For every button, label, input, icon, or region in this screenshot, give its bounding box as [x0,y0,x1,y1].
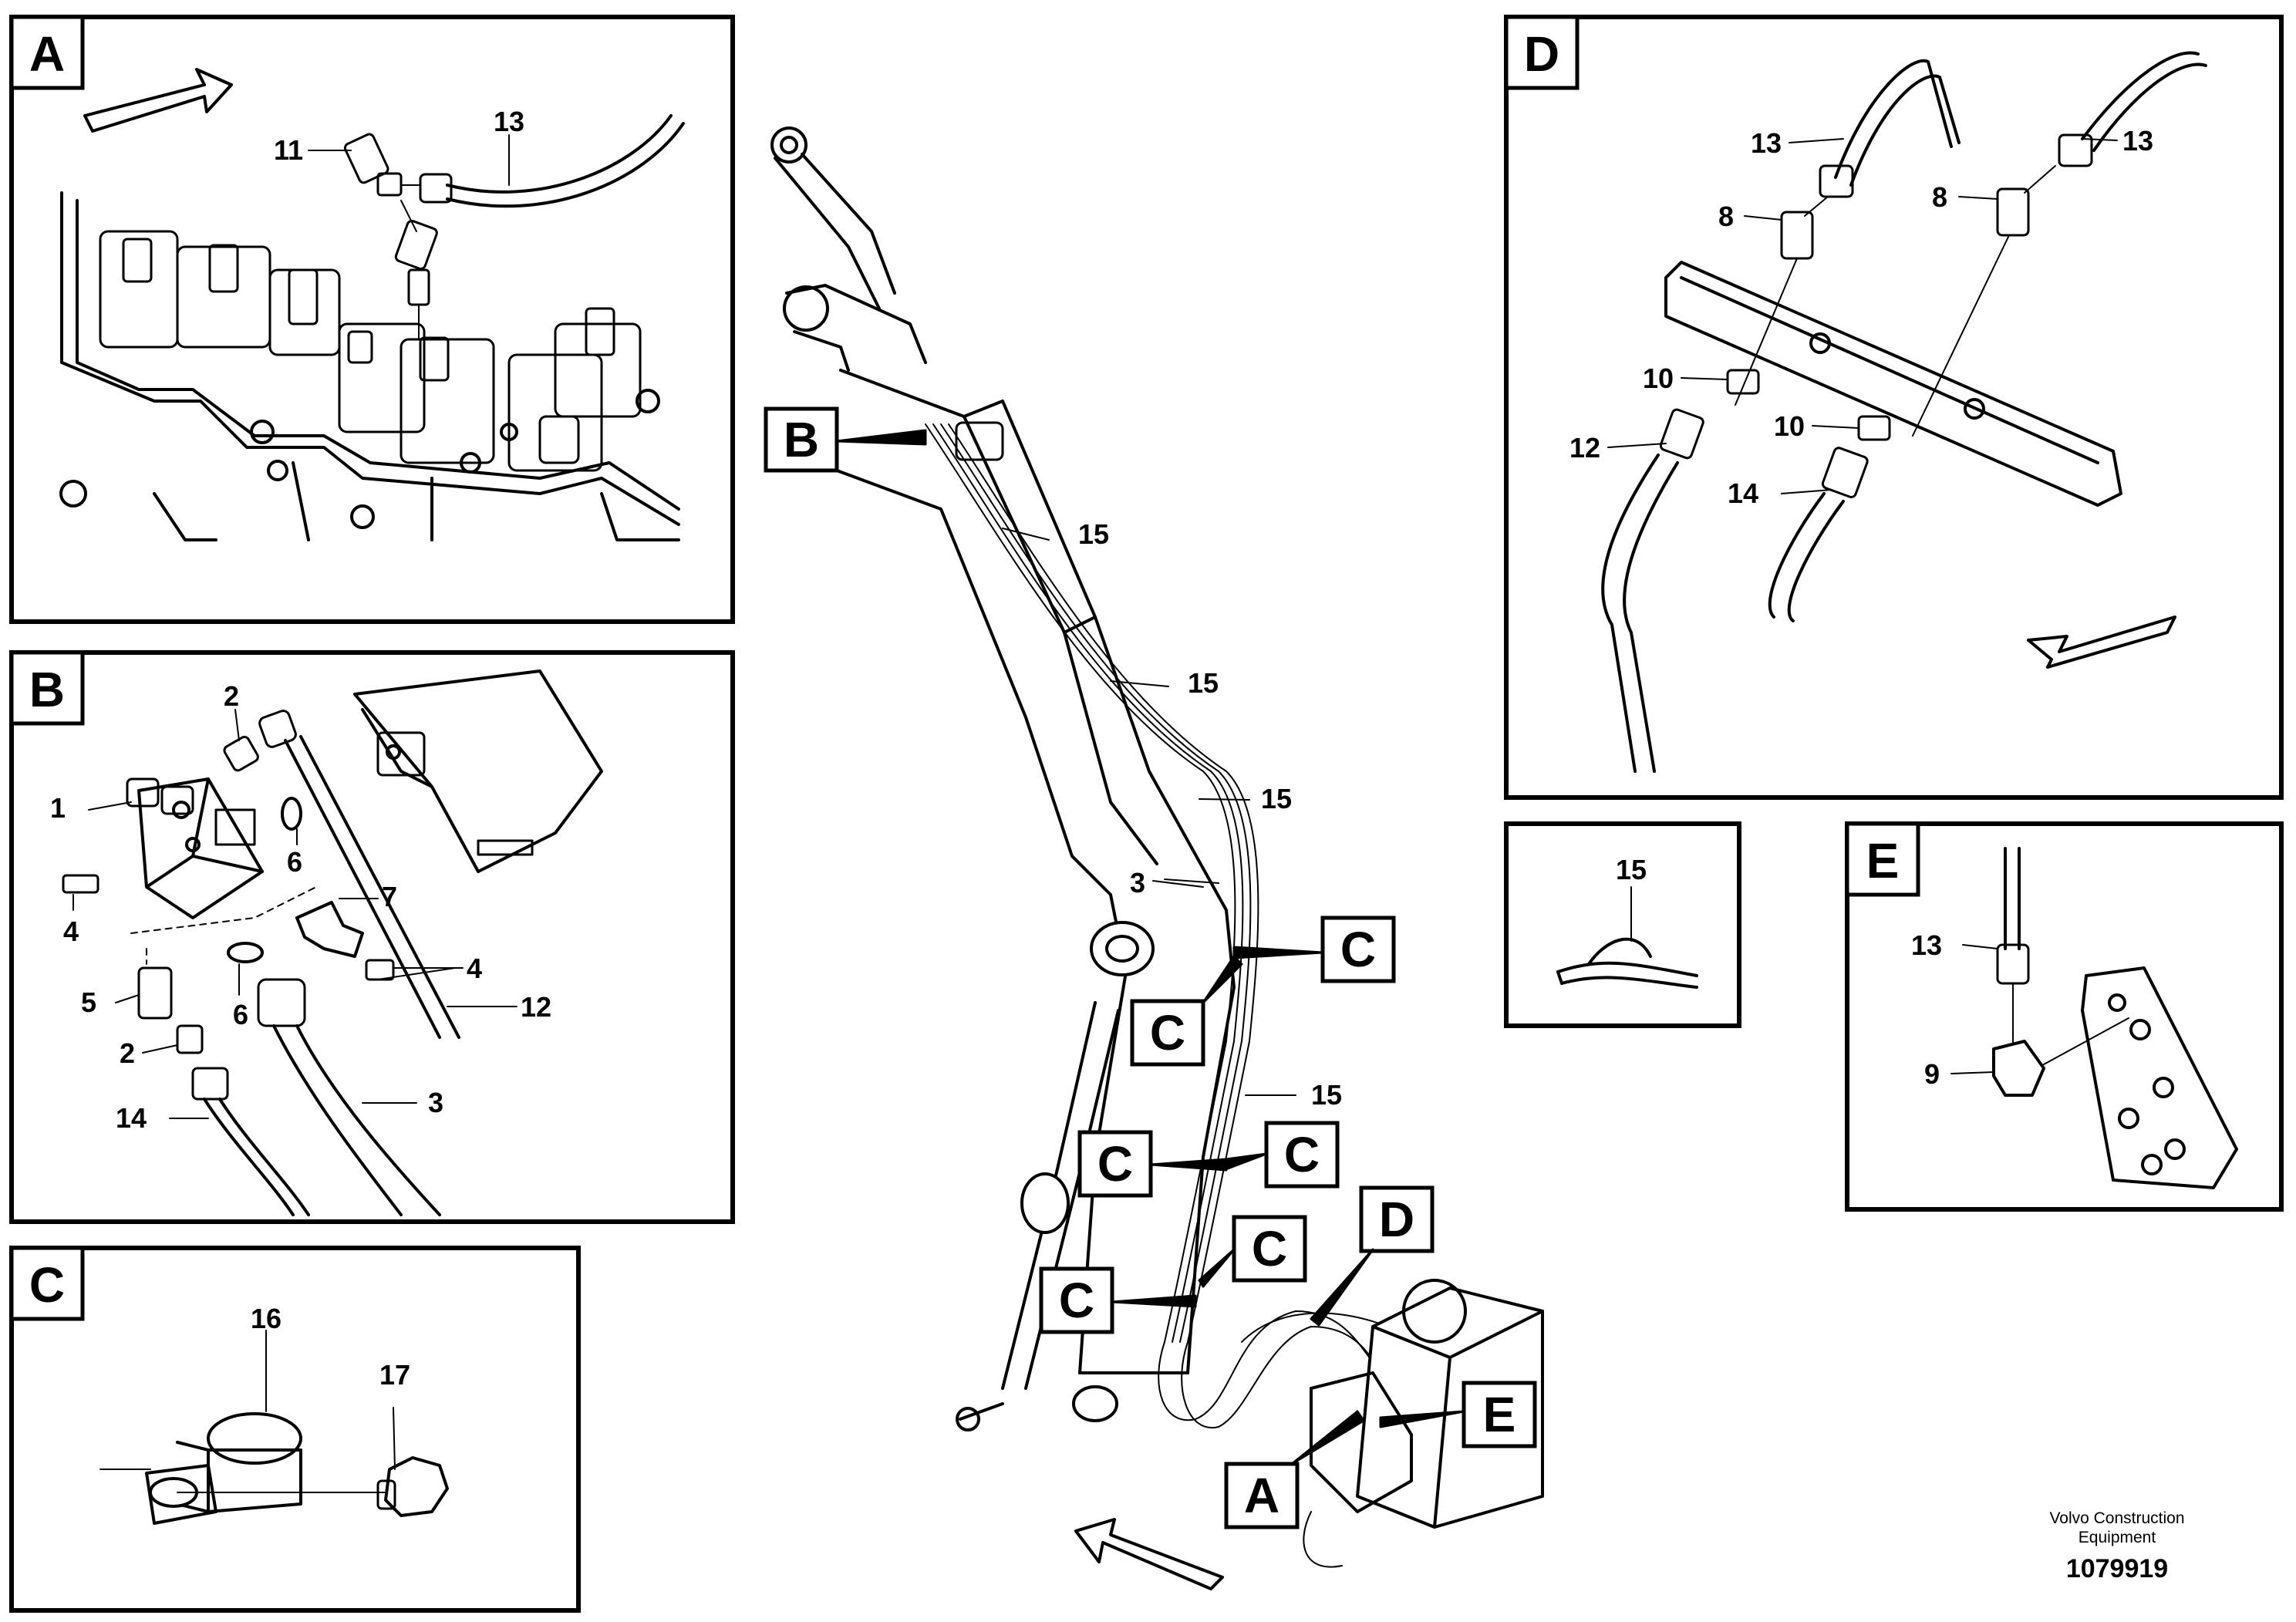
main-tag-c2: C [1150,1005,1185,1061]
brand-line-1: Volvo Construction [2049,1509,2184,1527]
main-tag-e: E [1483,1387,1516,1442]
callout-6-bottom: 6 [233,999,248,1030]
callout-7: 7 [382,881,397,912]
callout-12: 12 [1569,432,1600,464]
callout-1: 1 [50,792,66,824]
callout-15-lower: 15 [1261,783,1292,814]
direction-arrow-icon [83,68,233,133]
main-tag-c6: C [1059,1273,1094,1328]
callout-5: 5 [81,986,96,1018]
callout-2-bottom: 2 [120,1037,135,1069]
callout-4-left: 4 [63,916,79,947]
callout-11: 11 [274,134,303,166]
callout-10-left: 10 [1643,363,1674,394]
callout-14: 14 [116,1102,147,1134]
detail-panel-b: B [9,650,735,1224]
callout-8-left: 8 [1718,201,1734,232]
callout-2-top: 2 [224,680,239,712]
callout-10-right: 10 [1774,410,1805,442]
panel-b-tag: B [29,662,65,717]
main-tag-b: B [784,412,819,467]
main-boom-assembly: 15 15 15 15 3 B C C C C C C D [764,126,1544,1590]
panel-c-tag: C [29,1257,65,1313]
detail-panel-cable-tie: 15 [1504,821,1741,1028]
callout-8-right: 8 [1932,181,1947,213]
detail-panel-d: D 13 13 [1504,15,2284,800]
callout-15-mid: 15 [1188,667,1219,699]
callout-6-top: 6 [287,846,302,878]
main-tag-c4: C [1284,1127,1320,1182]
callout-3: 3 [1130,867,1145,899]
callout-12: 12 [521,991,551,1023]
callout-15-bottom: 15 [1311,1079,1342,1111]
callout-15: 15 [1616,854,1647,885]
footer-credit: Volvo Construction Equipment 1079919 [2049,1509,2184,1583]
main-tag-c1: C [1340,922,1376,977]
main-tag-d: D [1379,1192,1414,1247]
direction-arrow-icon [1074,1518,1224,1590]
callout-13-left: 13 [1751,127,1782,159]
callout-14: 14 [1728,477,1758,509]
callout-13: 13 [494,106,524,137]
panel-a-tag: A [29,26,65,82]
control-valve-block [59,191,680,541]
callout-16: 16 [251,1303,282,1334]
panel-d-tag: D [1524,26,1559,82]
direction-arrow-icon [2027,615,2176,669]
detail-panel-c: C 16 17 [9,1246,581,1613]
callout-17: 17 [379,1359,410,1391]
detail-panel-a: A [9,15,735,624]
callout-13: 13 [1911,929,1942,961]
main-tag-c3: C [1097,1136,1133,1192]
document-number: 1079919 [2066,1554,2168,1583]
callout-13-right: 13 [2122,125,2153,157]
detail-panel-e: E 13 9 [1845,821,2284,1212]
callout-9: 9 [1924,1058,1940,1090]
callout-15-top: 15 [1078,518,1109,550]
main-tag-a: A [1244,1468,1279,1523]
main-tag-c5: C [1252,1221,1287,1276]
callout-4-right: 4 [467,953,482,984]
brand-line-2: Equipment [2079,1529,2156,1546]
callout-3: 3 [428,1087,443,1118]
panel-e-tag: E [1866,833,1900,889]
